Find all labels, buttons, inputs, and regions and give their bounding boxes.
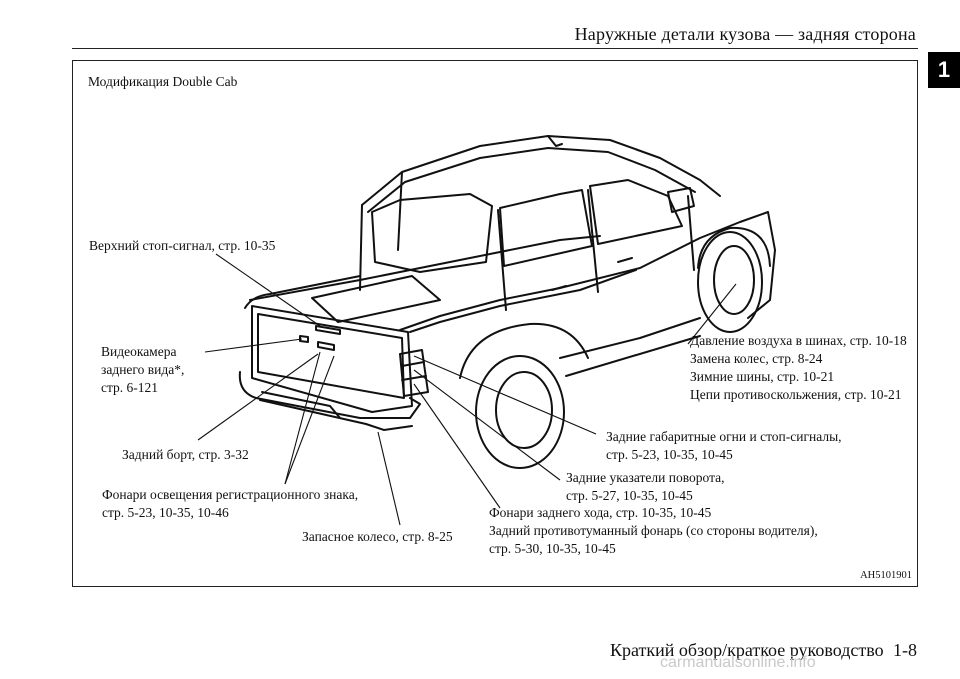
tailgate-handle: [316, 326, 340, 334]
watermark: carmanualsonline.info: [660, 654, 816, 671]
callout-reverse-fog: Фонари заднего хода, стр. 10-35, 10-45 З…: [489, 504, 818, 558]
bumper-lower: [260, 400, 412, 430]
callout-line: Давление воздуха в шинах, стр. 10-18: [690, 333, 907, 348]
door-line: [498, 190, 694, 310]
bed-outer: [250, 236, 600, 300]
callout-high-brake-light: Верхний стоп-сигнал, стр. 10-35: [89, 237, 275, 255]
antenna: [548, 136, 562, 146]
leader-license-2: [285, 356, 334, 484]
callout-spare-wheel: Запасное колесо, стр. 8-25: [302, 528, 453, 546]
side-mirror: [668, 188, 694, 212]
door-handle-front: [618, 258, 632, 262]
callout-line: Фонари заднего хода, стр. 10-35, 10-45: [489, 505, 712, 520]
page-header-title: Наружные детали кузова — задняя сторона: [574, 24, 916, 44]
rocker-panel: [560, 318, 700, 376]
leader-high-brake: [216, 254, 320, 326]
callout-tires: Давление воздуха в шинах, стр. 10-18 Зам…: [690, 332, 907, 404]
tail-light-cluster: [400, 350, 428, 396]
footer-title: Краткий обзор/краткое руководство: [610, 640, 884, 660]
chapter-tab[interactable]: 1: [928, 52, 960, 88]
figure-frame: [72, 60, 918, 587]
callout-line: Задний борт, стр. 3-32: [122, 447, 249, 462]
leader-reverse: [414, 384, 500, 508]
cab-roof: [362, 136, 720, 205]
page-number: 1-8: [893, 640, 917, 660]
callout-line: Видеокамера: [101, 344, 177, 359]
callout-line: Запасное колесо, стр. 8-25: [302, 529, 453, 544]
callout-turn-signals: Задние указатели поворота, стр. 5-27, 10…: [566, 469, 725, 505]
leader-license-1: [285, 352, 320, 484]
rear-tire: [476, 356, 564, 468]
bed-side: [410, 270, 636, 332]
rear-bumper: [240, 372, 420, 418]
image-code: AH5101901: [860, 570, 912, 581]
bed-floor: [312, 276, 440, 322]
callout-rear-camera: Видеокамера заднего вида*, стр. 6-121: [101, 343, 184, 397]
cab-roof-inner: [368, 148, 695, 212]
callout-line: Фонари освещения регистрационного знака,: [102, 487, 359, 502]
callout-line: Задние габаритные огни и стоп-сигналы,: [606, 429, 842, 444]
rear-door-window: [500, 190, 592, 266]
callout-line: Задние указатели поворота,: [566, 470, 725, 485]
leader-spare: [378, 432, 400, 525]
callout-line: заднего вида*,: [101, 362, 185, 377]
header-divider: [72, 48, 918, 49]
callout-line: Замена колес, стр. 8-24: [690, 351, 823, 366]
callout-license-lights: Фонари освещения регистрационного знака,…: [102, 486, 358, 522]
license-plate-light: [318, 342, 334, 350]
rear-rim: [496, 372, 552, 448]
door-handle-rear: [552, 286, 566, 290]
callout-line: Цепи противоскольжения, стр. 10-21: [690, 387, 902, 402]
callout-line: стр. 5-30, 10-35, 10-45: [489, 541, 616, 556]
leader-turn: [414, 370, 560, 480]
tail-light-dividers: [402, 362, 426, 380]
callout-line: Задний противотуманный фонарь (со сторон…: [489, 523, 818, 538]
variant-label: Модификация Double Cab: [88, 74, 238, 89]
bed-rail-left: [245, 276, 360, 308]
callout-line: Верхний стоп-сигнал, стр. 10-35: [89, 238, 276, 253]
leader-tailgate: [198, 354, 318, 440]
leader-tail: [414, 356, 596, 434]
side-body: [400, 212, 775, 330]
callout-tail-lights: Задние габаритные огни и стоп-сигналы, с…: [606, 428, 842, 464]
callout-line: стр. 5-23, 10-35, 10-45: [606, 447, 733, 462]
front-wheel-arch: [698, 228, 770, 268]
tailgate: [252, 306, 412, 412]
leader-tires: [688, 284, 736, 344]
callout-line: стр. 6-121: [101, 380, 159, 395]
callout-line: стр. 5-27, 10-35, 10-45: [566, 488, 693, 503]
bumper-step: [262, 392, 340, 418]
front-rim: [714, 246, 754, 314]
rear-window: [372, 194, 492, 272]
front-tire: [698, 232, 762, 332]
leader-camera: [205, 339, 302, 352]
callout-tailgate: Задний борт, стр. 3-32: [122, 446, 249, 464]
rear-wheel-arch: [460, 324, 588, 378]
tailgate-inner: [258, 314, 404, 398]
front-door-window: [590, 180, 682, 244]
callout-line: Зимние шины, стр. 10-21: [690, 369, 835, 384]
callout-line: стр. 5-23, 10-35, 10-46: [102, 505, 229, 520]
